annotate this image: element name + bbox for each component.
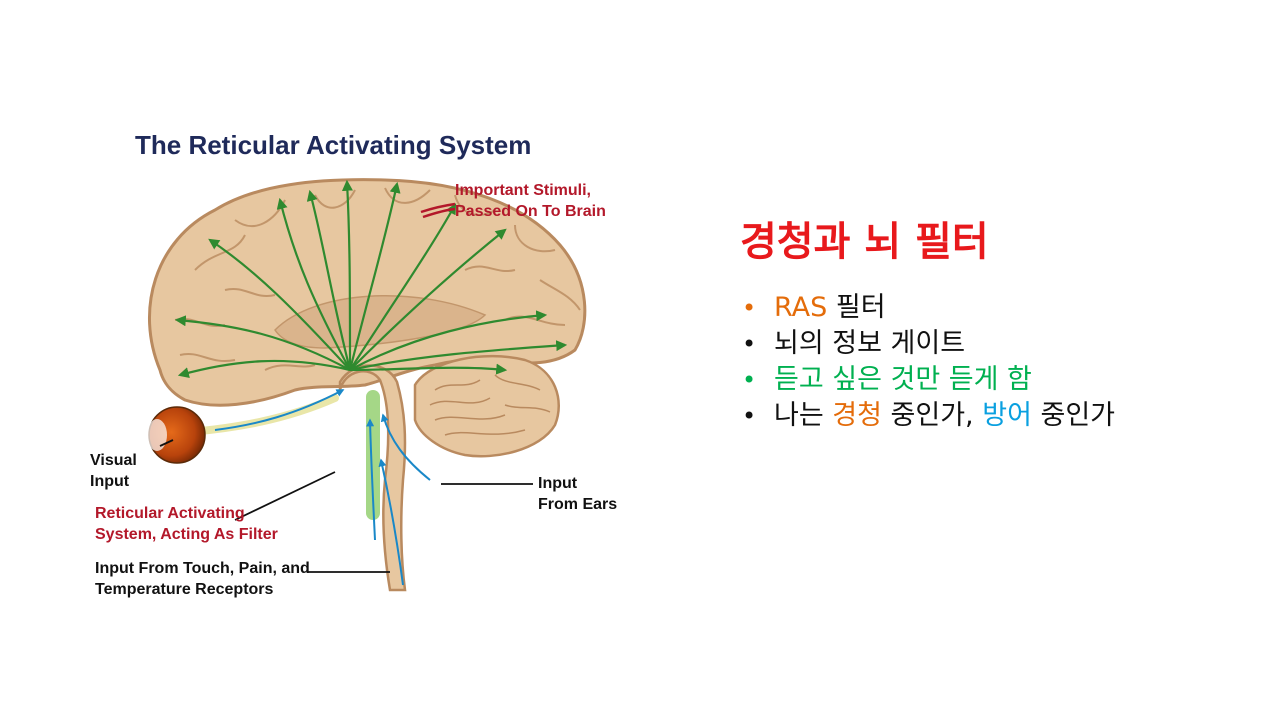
bullet-text: 필터 xyxy=(827,292,886,323)
eye-icon xyxy=(147,406,206,464)
bullet-text: 경청 xyxy=(832,400,882,431)
bullet-list: • RAS 필터 • 뇌의 정보 게이트 • 듣고 싶은 것만 듣게 함 • 나는 경청 중인… xyxy=(740,290,1260,434)
bullet-dot-icon: • xyxy=(742,366,757,394)
bullet-item: • 나는 경청 중인가, 방어 중인가 xyxy=(740,398,1260,434)
bullet-item: • 뇌의 정보 게이트 xyxy=(740,326,1260,362)
bullet-text: 나는 xyxy=(774,400,833,431)
bullet-dot-icon: • xyxy=(742,402,757,430)
bullet-item: • 듣고 싶은 것만 듣게 함 xyxy=(740,362,1260,398)
text-panel: 경청과 뇌 필터 • RAS 필터 • 뇌의 정보 게이트 • 듣고 싶은 것만 듣게 함… xyxy=(740,212,1260,434)
diagram-title: The Reticular Activating System xyxy=(135,130,532,160)
bullet-dot-icon: • xyxy=(742,294,757,322)
label-visual-input: Visual Input xyxy=(90,452,137,490)
bullet-text: 듣고 싶은 것만 듣게 함 xyxy=(774,364,1032,395)
label-important-stimuli: Important Stimuli, Passed On To Brain xyxy=(455,182,606,220)
bullet-text: RAS xyxy=(774,292,828,323)
cerebellum xyxy=(413,354,560,458)
bullet-item: • RAS 필터 xyxy=(740,290,1260,326)
bullet-text: 중인가 xyxy=(1031,400,1116,431)
ras-diagram: The Reticular Activating System Importan… xyxy=(85,120,645,610)
brain-illustration xyxy=(147,178,587,592)
label-ras-filter: Reticular Activating System, Acting As F… xyxy=(95,505,278,543)
spinal-cord xyxy=(338,364,407,592)
slide-title: 경청과 뇌 필터 xyxy=(740,219,989,265)
cerebrum xyxy=(148,178,587,407)
label-ears-input: Input From Ears xyxy=(538,475,618,513)
bullet-text: 중인가, xyxy=(881,400,983,431)
bullet-dot-icon: • xyxy=(742,330,757,358)
bullet-text: 뇌의 정보 게이트 xyxy=(774,328,966,359)
label-touch-input: Input From Touch, Pain, and Temperature … xyxy=(95,560,310,598)
bullet-text: 방어 xyxy=(982,400,1032,431)
